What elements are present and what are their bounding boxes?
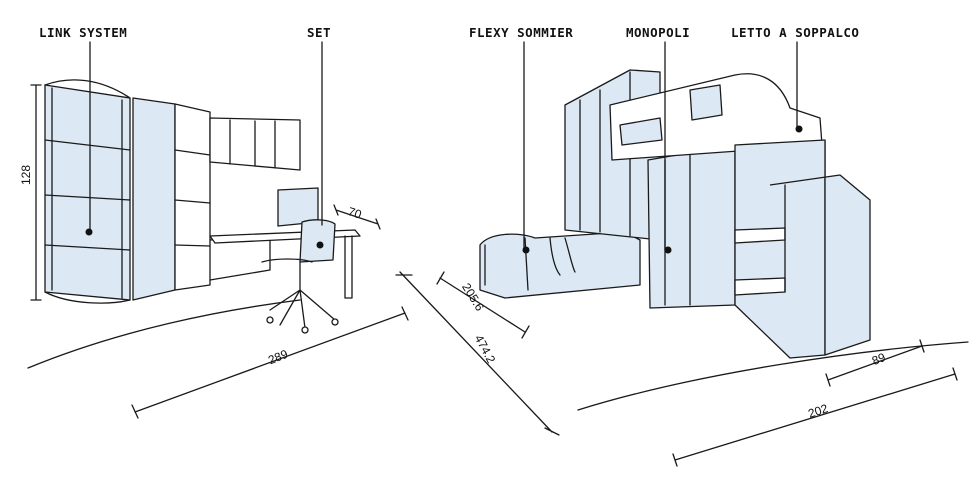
label-letto-a-soppalco: LETTO A SOPPALCO [731, 25, 860, 40]
dim-height-link: 128 [19, 164, 34, 186]
letto-a-soppalco-drawing [734, 139, 871, 359]
label-set: SET [307, 25, 332, 40]
flexy-sommier-drawing [479, 216, 646, 299]
label-link-system: LINK SYSTEM [39, 25, 128, 40]
floor-line-right [577, 341, 969, 411]
set-desk-drawing [209, 187, 361, 334]
link-system-drawing [44, 79, 301, 304]
monopoli-drawing [564, 69, 823, 309]
dimension-lines [30, 84, 958, 467]
floor-line-left [27, 299, 301, 369]
label-monopoli: MONOPOLI [626, 25, 691, 40]
label-flexy-sommier: FLEXY SOMMIER [469, 25, 574, 40]
leader-lines [85, 42, 803, 254]
